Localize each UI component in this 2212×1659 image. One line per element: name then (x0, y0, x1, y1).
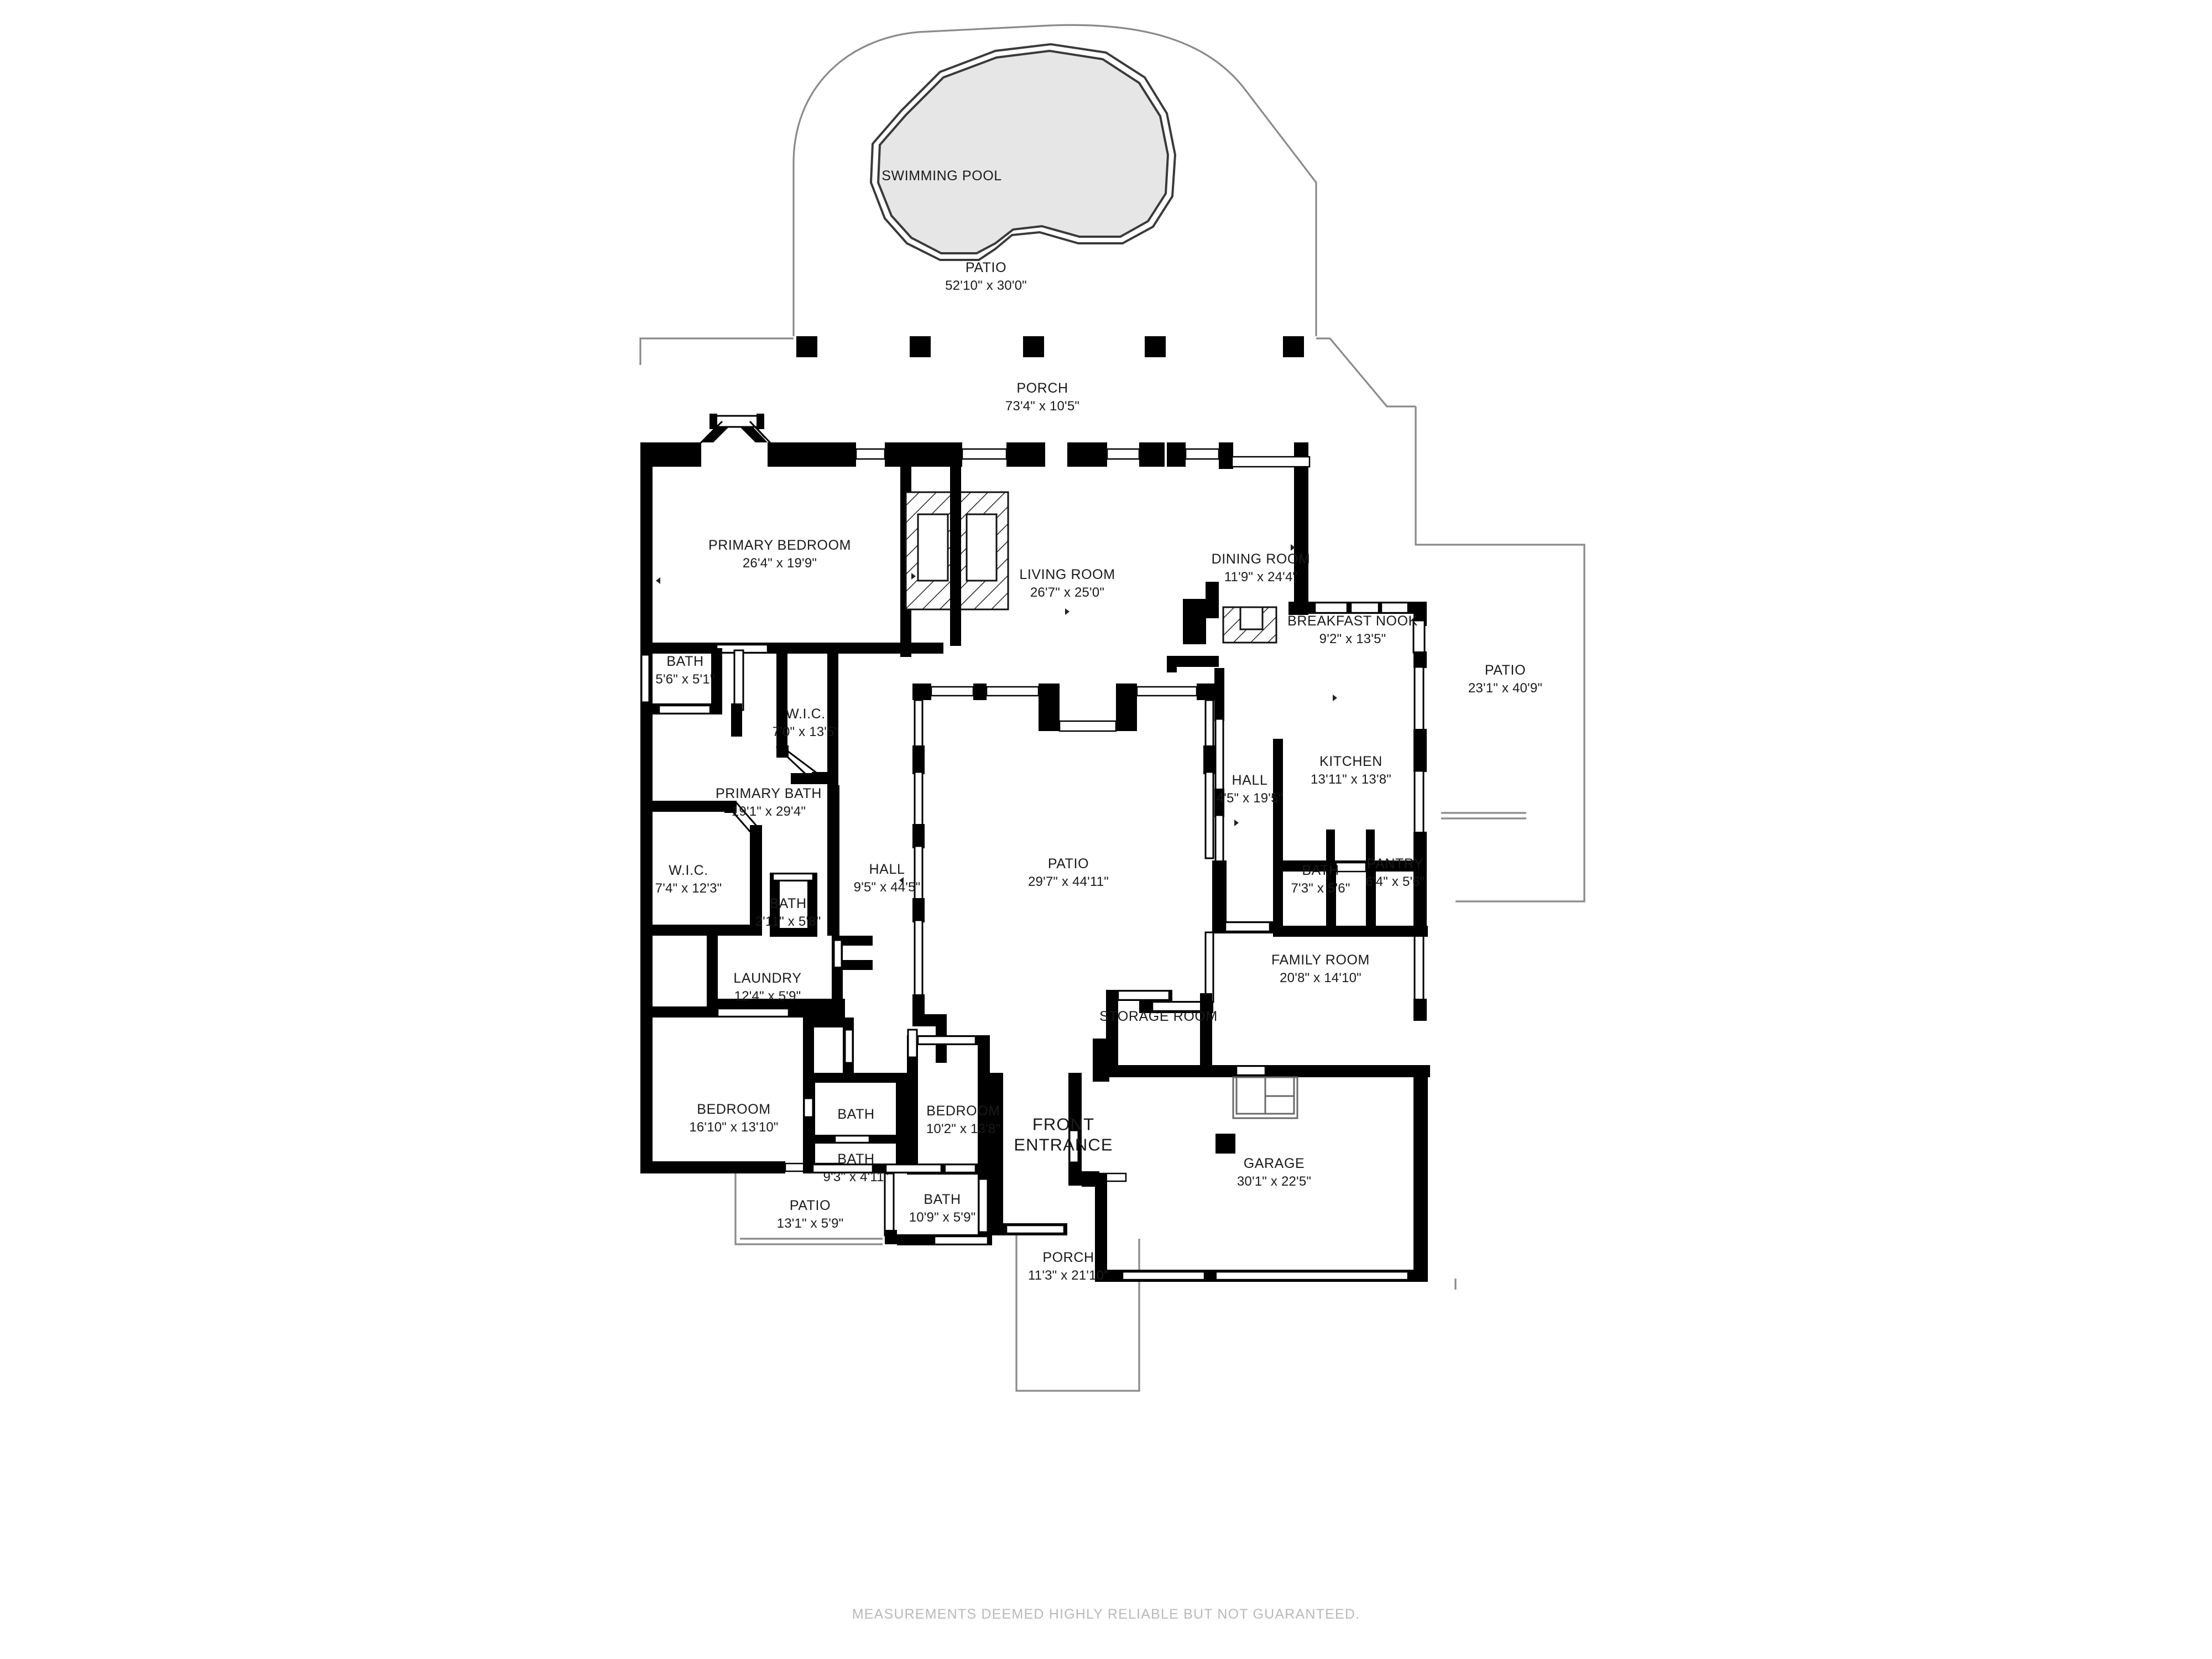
walls (640, 336, 1430, 1282)
disclaimer-note: MEASUREMENTS DEEMED HIGHLY RELIABLE BUT … (852, 1606, 1360, 1622)
swimming-pool-shape (869, 43, 1177, 261)
wall-tick-marks (656, 544, 1337, 884)
exterior-boundary-lines (639, 337, 1585, 1392)
pool-deck-outline (792, 24, 1317, 336)
